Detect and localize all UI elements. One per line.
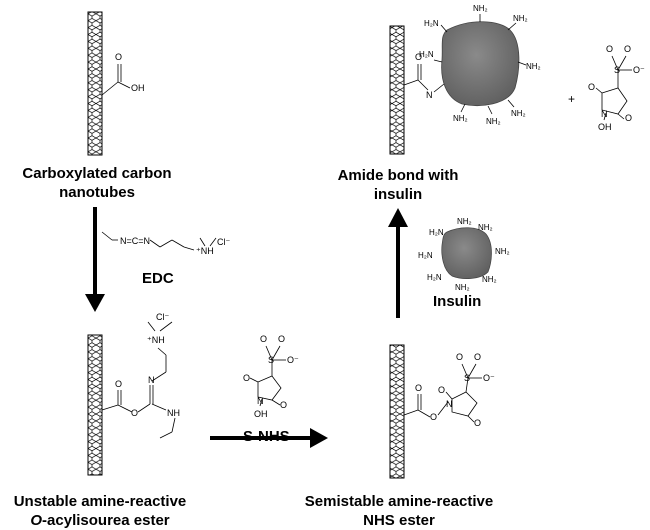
atom-nh-plus: ⁺NH	[147, 335, 165, 345]
o-acylisourea-group: O O N NH ⁺NH Cl⁻	[101, 312, 180, 439]
atom-o: O	[606, 44, 613, 54]
sulfo-nhs-reagent: S O O O⁻ O O N OH	[243, 334, 299, 419]
caption-line: insulin	[373, 186, 423, 203]
arrow-down-edc	[85, 207, 105, 312]
atom-n: N	[601, 109, 608, 119]
atom-o: O	[456, 352, 463, 362]
atom-o: O	[438, 385, 445, 395]
atom-o: O	[115, 52, 122, 62]
atom-o: O	[474, 418, 481, 428]
atom-o: O	[243, 373, 250, 383]
edc-carbodiimide: N=C=N	[120, 236, 150, 246]
released-sulfo-nhs: S O O O⁻ O O N OH	[588, 44, 645, 132]
caption-line: Semistable amine-reactive	[304, 493, 494, 510]
amine-label: NH₂	[478, 223, 493, 232]
nhs-ester-group: O O N S O O O⁻ O O	[403, 352, 495, 428]
edc-reagent: N=C=N ⁺NH Cl⁻	[101, 231, 230, 256]
nanotube-amide	[389, 25, 405, 155]
caption-nhs-ester: Semistable amine-reactive NHS ester	[288, 492, 510, 530]
atom-o: O	[415, 383, 422, 393]
carboxyl-group: O OH	[101, 52, 145, 96]
caption-line: Carboxylated carbon	[22, 165, 172, 182]
amine-label: H₂N	[429, 228, 444, 237]
atom-n: N	[257, 396, 264, 406]
atom-oh: OH	[598, 122, 612, 132]
atom-o: O	[474, 352, 481, 362]
atom-o: O	[280, 400, 287, 410]
amine-label: NH₂	[457, 217, 472, 226]
edc-chloride: Cl⁻	[217, 237, 230, 247]
nanotube-acylisourea	[87, 334, 103, 476]
atom-o-minus: O⁻	[287, 355, 299, 365]
atom-o: O	[588, 82, 595, 92]
atom-o: O	[415, 52, 422, 62]
amine-label: H₂N	[427, 273, 442, 282]
atom-n: N	[426, 90, 433, 100]
caption-line: Unstable amine-reactive	[13, 493, 187, 510]
nanotube-nhs-ester	[389, 344, 405, 479]
atom-s: S	[268, 355, 274, 365]
atom-n: N	[446, 399, 453, 409]
plus-sign: +	[568, 92, 575, 106]
atom-chloride: Cl⁻	[156, 312, 169, 322]
atom-s: S	[464, 373, 470, 383]
insulin-particle-small: H₂N NH₂ NH₂ NH₂ H₂N H₂N NH₂ NH₂	[418, 217, 510, 292]
atom-o-minus: O⁻	[483, 373, 495, 383]
amine-label: NH₂	[482, 275, 497, 284]
atom-o: O	[625, 113, 632, 123]
atom-o: O	[624, 44, 631, 54]
caption-italic-o: O	[30, 512, 43, 529]
amine-label: H₂N	[418, 251, 433, 260]
reagent-insulin: Insulin	[433, 293, 481, 310]
amine-label: NH₂	[511, 109, 526, 118]
amine-label: H₂N	[424, 19, 439, 28]
amine-label: NH₂	[473, 4, 488, 13]
amine-label: NH₂	[453, 114, 468, 123]
caption-line: Amide bond with	[337, 167, 459, 184]
caption-line: nanotubes	[59, 184, 135, 201]
atom-s: S	[614, 65, 620, 75]
amine-label: H₂N	[419, 50, 434, 59]
reagent-edc: EDC	[142, 270, 174, 287]
amide-linkage: O N	[403, 52, 445, 100]
atom-o-minus: O⁻	[633, 65, 645, 75]
caption-line-rest: -acylisourea ester	[42, 512, 170, 529]
caption-acylisourea-ester: Unstable amine-reactive O-acylisourea es…	[0, 492, 200, 530]
atom-o: O	[115, 379, 122, 389]
atom-nh: NH	[167, 408, 180, 418]
atom-o: O	[131, 408, 138, 418]
atom-n: N	[148, 375, 155, 385]
insulin-particle-large: H₂N NH₂ NH₂ NH₂ NH₂ NH₂ NH₂ H₂N	[419, 4, 541, 126]
caption-carboxylated-nanotubes: Carboxylated carbon nanotubes	[2, 164, 192, 202]
atom-o: O	[260, 334, 267, 344]
amine-label: NH₂	[526, 62, 541, 71]
edc-ammonium: ⁺NH	[196, 246, 214, 256]
amine-label: NH₂	[486, 117, 501, 126]
amine-label: NH₂	[495, 247, 510, 256]
caption-line: NHS ester	[363, 512, 435, 529]
nanotube-carboxylated	[87, 11, 103, 156]
amine-label: NH₂	[455, 283, 470, 292]
amine-label: NH₂	[513, 14, 528, 23]
caption-line: O-acylisourea ester	[0, 511, 200, 530]
atom-oh: OH	[254, 409, 268, 419]
atom-o: O	[278, 334, 285, 344]
arrow-up-insulin	[388, 208, 408, 318]
atom-oh: OH	[131, 83, 145, 93]
caption-amide-bond: Amide bond with insulin	[310, 166, 486, 204]
atom-o: O	[430, 412, 437, 422]
arrow-right-snhs	[210, 428, 328, 448]
